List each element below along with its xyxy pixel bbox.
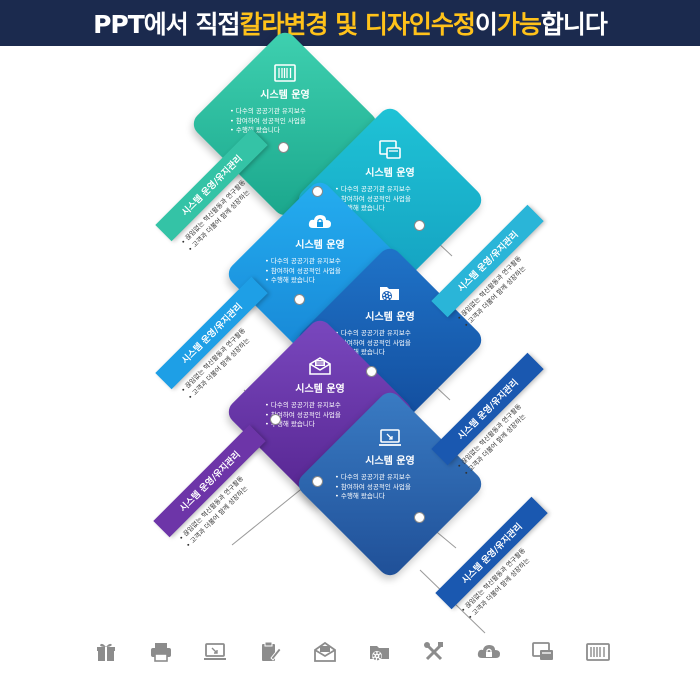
clipboard-pen-icon [256, 638, 284, 666]
barcode-icon [584, 638, 612, 666]
node-bullets: 다수의 공공기관 유지보수 참여하여 성공적인 사업을 수행해 왔습니다 [315, 329, 465, 358]
node-title: 시스템 운영 [260, 90, 310, 101]
connector-node [414, 512, 425, 523]
banner-highlight-2: 가능 [496, 10, 542, 39]
node-bullets: 다수의 공공기관 유지보수 참여하여 성공적인 사업을 수행해 왔습니다 [315, 473, 465, 502]
node-title: 시스템 운영 [365, 312, 415, 323]
node-card-1: 시스템 운영 다수의 공공기관 유지보수 참여하여 성공적인 사업을 수행해 왔… [210, 64, 360, 136]
node-bullet: 참여하여 성공적인 사업을 [335, 339, 465, 349]
node-bullet: 참여하여 성공적인 사업을 [265, 411, 395, 421]
node-card-2: 시스템 운영 다수의 공공기관 유지보수 참여하여 성공적인 사업을 수행해 왔… [315, 140, 465, 214]
banner-text-2: 이 [474, 10, 498, 39]
banner-text-3: 합니다 [540, 10, 608, 39]
node-card-4: 시스템 운영 다수의 공공기관 유지보수 참여하여 성공적인 사업을 수행해 왔… [315, 282, 465, 358]
folder-gear-icon [380, 287, 399, 301]
node-bullet: 수행해 왔습니다 [230, 126, 360, 136]
connector-node [366, 366, 377, 377]
monitor-icon [379, 429, 401, 446]
node-bullet: 다수의 공공기관 유지보수 [335, 185, 465, 195]
mail-icon [311, 638, 339, 666]
node-card-6: 시스템 운영 다수의 공공기관 유지보수 참여하여 성공적인 사업을 수행해 왔… [315, 428, 465, 502]
node-bullet: 다수의 공공기관 유지보수 [230, 107, 360, 117]
connector-node [312, 476, 323, 487]
node-bullet: 참여하여 성공적인 사업을 [335, 195, 465, 205]
side-label-group-6: 시스템 운영/유지관리 끊임없는 혁신활동과 연구활동 고객과 더불어 함께 성… [435, 496, 564, 626]
banner-text-1: PPT에서 직접 [93, 10, 240, 39]
cloud-lock-icon [475, 638, 503, 666]
gift-icon [92, 638, 120, 666]
node-bullet: 다수의 공공기관 유지보수 [335, 473, 465, 483]
barcode-icon [274, 64, 296, 82]
icon-bar [92, 636, 612, 668]
node-title: 시스템 운영 [365, 456, 415, 467]
connector-node [270, 414, 281, 425]
node-bullet: 다수의 공공기관 유지보수 [265, 401, 395, 411]
node-bullet: 수행해 왔습니다 [335, 204, 465, 214]
connector-node [312, 186, 323, 197]
node-bullets: 다수의 공공기관 유지보수 참여하여 성공적인 사업을 수행해 왔습니다 [245, 257, 395, 286]
node-bullet: 수행해 왔습니다 [265, 420, 395, 430]
node-card-3: 시스템 운영 다수의 공공기관 유지보수 참여하여 성공적인 사업을 수행해 왔… [245, 212, 395, 286]
banner-highlight-1: 칼라변경 및 디자인수정 [239, 10, 475, 39]
node-bullet: 수행해 왔습니다 [265, 276, 395, 286]
node-title: 시스템 운영 [365, 168, 415, 179]
connector-node [414, 220, 425, 231]
node-bullet: 수행해 왔습니다 [335, 348, 465, 358]
node-card-5: 시스템 운영 다수의 공공기관 유지보수 참여하여 성공적인 사업을 수행해 왔… [245, 356, 395, 430]
tools-icon [420, 638, 448, 666]
connector-node [294, 294, 305, 305]
cloud-lock-icon [308, 215, 331, 228]
node-title: 시스템 운영 [295, 384, 345, 395]
mail-icon [309, 357, 331, 375]
node-bullets: 다수의 공공기관 유지보수 참여하여 성공적인 사업을 수행해 왔습니다 [210, 107, 360, 136]
node-bullets: 다수의 공공기관 유지보수 참여하여 성공적인 사업을 수행해 왔습니다 [315, 185, 465, 214]
folder-gear-icon [365, 638, 393, 666]
node-bullets: 다수의 공공기관 유지보수 참여하여 성공적인 사업을 수행해 왔습니다 [245, 401, 395, 430]
card-icon [529, 638, 557, 666]
node-bullet: 참여하여 성공적인 사업을 [230, 117, 360, 127]
card-icon [379, 140, 401, 159]
printer-icon [147, 638, 175, 666]
connector-node [278, 142, 289, 153]
node-bullet: 수행해 왔습니다 [335, 492, 465, 502]
node-bullet: 다수의 공공기관 유지보수 [265, 257, 395, 267]
node-title: 시스템 운영 [295, 240, 345, 251]
monitor-icon [201, 638, 229, 666]
side-label-group-5: 시스템 운영/유지관리 끊임없는 혁신활동과 연구활동 고객과 더불어 함께 성… [153, 424, 282, 554]
node-bullet: 다수의 공공기관 유지보수 [335, 329, 465, 339]
node-bullet: 참여하여 성공적인 사업을 [265, 267, 395, 277]
node-bullet: 참여하여 성공적인 사업을 [335, 483, 465, 493]
